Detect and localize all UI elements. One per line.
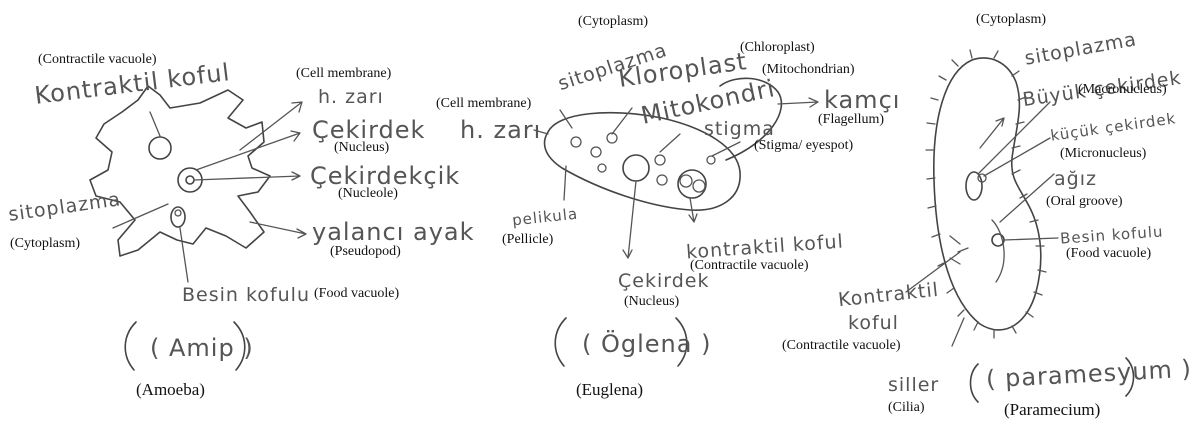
euglena-pointer-chloroplast bbox=[611, 107, 633, 135]
paramecium-label-macronucleus: (Macronucleus) bbox=[1078, 82, 1167, 97]
paramecium-pointer-oral-groove bbox=[999, 173, 1055, 223]
euglena-chloroplast-2 bbox=[590, 146, 602, 158]
euglena-nucleus bbox=[622, 154, 650, 182]
paramecium-label-food-vacuole: (Food vacuole) bbox=[1066, 246, 1152, 261]
euglena-pointer-membrane bbox=[533, 129, 549, 135]
euglena-label-cell-membrane: (Cell membrane) bbox=[436, 96, 532, 111]
euglena-label-mitochondrian: (Mitochondrian) bbox=[762, 62, 855, 77]
euglena-pointer-cytoplasm bbox=[559, 109, 573, 129]
euglena-hand-kamci: kamçı bbox=[824, 86, 901, 114]
paramecium-label-cytoplasm: (Cytoplasm) bbox=[976, 12, 1046, 27]
euglena-pointer-stigma bbox=[711, 141, 741, 157]
euglena-title-left-paren bbox=[554, 317, 567, 367]
amoeba-food-particle bbox=[174, 209, 182, 217]
euglena-drawing bbox=[533, 77, 819, 259]
paramecium-hand-siller: siller bbox=[888, 374, 940, 396]
amoeba-pointer-nucleole bbox=[193, 171, 301, 181]
euglena-pointer-pellicle bbox=[563, 165, 567, 201]
paramecium-contractile-vacuole bbox=[949, 235, 969, 265]
amoeba-hand-title: ( Amip ) bbox=[150, 334, 254, 362]
euglena-vacuole-inner-left bbox=[679, 174, 693, 188]
euglena-label-stigma: (Stigma/ eyespot) bbox=[754, 138, 854, 153]
amoeba-label-food-vacuole: (Food vacuole) bbox=[314, 286, 400, 301]
amoeba-hand-besin-kofulu: Besin kofulu bbox=[182, 284, 310, 306]
euglena-hand-h-zari: h. zarı bbox=[460, 116, 542, 144]
euglena-chloroplast-5 bbox=[656, 174, 668, 186]
amoeba-title-right-paren bbox=[233, 321, 246, 371]
paramecium-hand-agiz: ağız bbox=[1054, 168, 1097, 190]
euglena-flagellum bbox=[719, 77, 783, 161]
paramecium-label-micronucleus: (Micronucleus) bbox=[1060, 146, 1147, 161]
paramecium-pointer-cytoplasm bbox=[979, 117, 1005, 149]
paramecium-macronucleus bbox=[965, 171, 983, 201]
euglena-vacuole-inner-right bbox=[692, 179, 706, 193]
euglena-title-right-paren bbox=[675, 317, 688, 367]
paramecium-micronucleus bbox=[977, 173, 987, 183]
euglena-pointer-flagellum bbox=[777, 97, 819, 108]
euglena-caption: (Euglena) bbox=[576, 380, 644, 399]
euglena-label-pellicle: (Pellicle) bbox=[502, 232, 554, 247]
paramecium-pointer-food-vacuole bbox=[1003, 237, 1059, 241]
euglena-label-cytoplasm: (Cytoplasm) bbox=[578, 14, 648, 29]
paramecium-oral-groove-line bbox=[991, 219, 1005, 283]
euglena-pointer-mitochondrian bbox=[659, 133, 681, 153]
paramecium-pointer-contractile bbox=[905, 251, 961, 293]
amoeba-pointer-contractile bbox=[149, 111, 161, 137]
euglena-label-contractile-vacuole: (Contractile vacuole) bbox=[690, 258, 809, 273]
euglena-contractile-vacuole bbox=[677, 169, 707, 199]
amoeba-hand-cekirdek: Çekirdek bbox=[312, 116, 426, 144]
amoeba-label-pseudopod: (Pseudopod) bbox=[330, 244, 401, 259]
amoeba-contractile-vacuole bbox=[148, 136, 172, 160]
amoeba-label-contractile-vacuole: (Contractile vacuole) bbox=[38, 52, 157, 67]
euglena-stigma bbox=[706, 155, 716, 165]
paramecium-pointer-micronucleus bbox=[983, 137, 1051, 177]
paramecium-pointer-macronucleus bbox=[977, 101, 1051, 175]
paramecium-label-contractile-vacuole: (Contractile vacuole) bbox=[782, 338, 901, 353]
amoeba-label-cell-membrane: (Cell membrane) bbox=[296, 66, 392, 81]
euglena-pointer-nucleus bbox=[622, 180, 637, 259]
amoeba-pointer-membrane bbox=[239, 101, 303, 151]
amoeba-label-nucleus: (Nucleus) bbox=[334, 140, 390, 155]
euglena-hand-title: ( Öglena ) bbox=[582, 330, 712, 358]
amoeba-caption: (Amoeba) bbox=[136, 380, 205, 399]
paramecium-label-oral-groove: (Oral groove) bbox=[1046, 194, 1123, 209]
amoeba-hand-cekirdekcik: Çekirdekçik bbox=[310, 162, 461, 190]
amoeba-hand-h-zari: h. zarı bbox=[318, 86, 384, 108]
amoeba-body-outline bbox=[89, 85, 271, 257]
euglena-hand-stigma: stigma bbox=[704, 118, 775, 140]
paramecium-cilia bbox=[925, 49, 1047, 339]
amoeba-drawing bbox=[89, 85, 307, 283]
amoeba-pointer-food-vacuole bbox=[179, 227, 189, 283]
euglena-body-outline bbox=[543, 111, 741, 211]
euglena-chloroplast-6 bbox=[597, 163, 607, 173]
amoeba-pointer-cytoplasm bbox=[112, 203, 169, 229]
euglena-label-flagellum: (Flagellum) bbox=[818, 112, 885, 127]
paramecium-body-outline bbox=[933, 57, 1042, 331]
amoeba-title-left-paren bbox=[124, 321, 137, 371]
paramecium-title-left-paren bbox=[969, 363, 979, 403]
paramecium-pointer-cilia bbox=[951, 317, 965, 347]
euglena-chloroplast-1 bbox=[570, 136, 582, 148]
paramecium-drawing bbox=[905, 49, 1059, 347]
euglena-pointer-contractile bbox=[688, 197, 698, 223]
euglena-label-nucleus: (Nucleus) bbox=[624, 294, 680, 309]
paramecium-hand-koful: koful bbox=[848, 312, 899, 334]
euglena-hand-cekirdek: Çekirdek bbox=[618, 270, 710, 292]
paramecium-label-cilia: (Cilia) bbox=[888, 400, 925, 415]
euglena-chloroplast-4 bbox=[654, 154, 666, 166]
amoeba-nucleole bbox=[185, 175, 195, 185]
amoeba-label-cytoplasm: (Cytoplasm) bbox=[10, 236, 80, 251]
paramecium-title-right-paren bbox=[1125, 357, 1135, 397]
amoeba-hand-yalanci-ayak: yalancı ayak bbox=[312, 218, 475, 246]
amoeba-label-nucleole: (Nucleole) bbox=[338, 186, 398, 201]
amoeba-food-vacuole bbox=[170, 206, 186, 228]
paramecium-caption: (Paramecium) bbox=[1004, 400, 1101, 419]
euglena-label-chloroplast: (Chloroplast) bbox=[740, 40, 815, 55]
amoeba-pointer-pseudopod bbox=[249, 221, 307, 239]
amoeba-pointer-nucleus bbox=[195, 130, 301, 171]
